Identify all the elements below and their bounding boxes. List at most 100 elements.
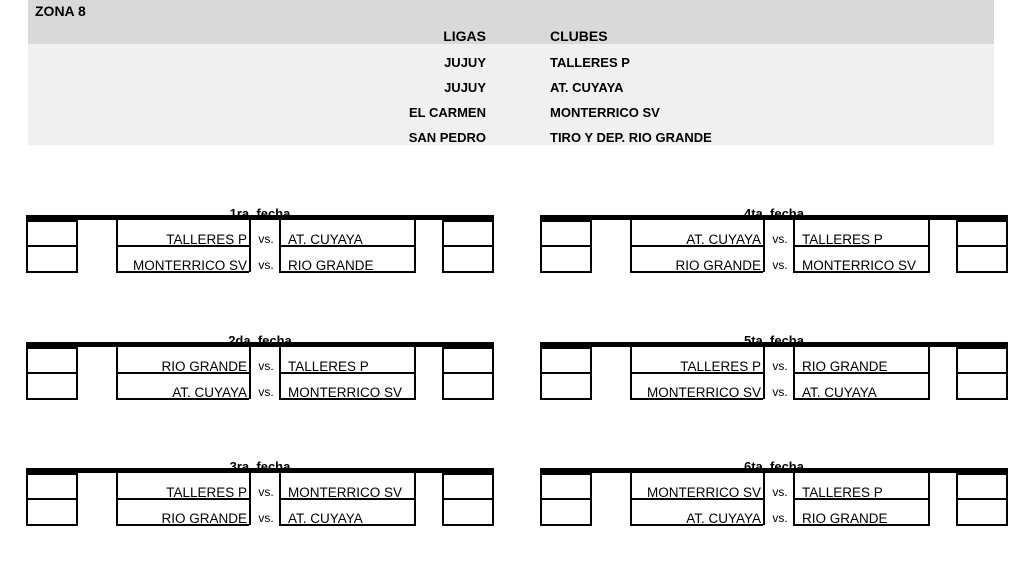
fixture-title: 2da. fecha xyxy=(228,333,292,343)
score-box xyxy=(956,372,1008,400)
home-team: MONTERRICO SV xyxy=(646,386,761,398)
fixture-top-rule xyxy=(26,342,494,347)
row-rule xyxy=(793,524,930,526)
row-rule xyxy=(279,271,416,273)
home-team: AT. CUYAYA xyxy=(686,512,761,524)
away-team: MONTERRICO SV xyxy=(802,259,917,271)
vs-label: vs. xyxy=(772,511,788,525)
score-box xyxy=(26,347,78,375)
score-box xyxy=(956,245,1008,273)
liga-cell: EL CARMEN xyxy=(408,105,486,120)
score-box xyxy=(442,220,494,248)
row-rule xyxy=(116,498,249,500)
row-rule xyxy=(630,524,763,526)
away-team: AT. CUYAYA xyxy=(288,512,363,524)
fixture-title: 6ta. fecha xyxy=(744,459,804,469)
frame-line xyxy=(763,473,765,525)
row-rule xyxy=(116,398,249,400)
header-top-bar xyxy=(28,0,994,44)
vs-label: vs. xyxy=(772,385,788,399)
score-box xyxy=(956,498,1008,526)
vs-label: vs. xyxy=(258,232,274,246)
score-box xyxy=(442,245,494,273)
fixture-top-rule xyxy=(540,215,1008,220)
zona-title: ZONA 8 xyxy=(35,3,86,19)
away-team: RIO GRANDE xyxy=(288,259,374,271)
home-team: TALLERES P xyxy=(166,233,247,245)
row-rule xyxy=(116,245,249,247)
score-box xyxy=(442,498,494,526)
score-box xyxy=(540,347,592,375)
score-box xyxy=(956,473,1008,501)
home-team: RIO GRANDE xyxy=(161,360,247,372)
liga-cell: JUJUY xyxy=(444,55,486,70)
row-rule xyxy=(279,524,416,526)
vs-label: vs. xyxy=(258,511,274,525)
home-team: TALLERES P xyxy=(166,486,247,498)
row-rule xyxy=(793,398,930,400)
row-rule xyxy=(793,245,930,247)
home-team: RIO GRANDE xyxy=(161,512,247,524)
score-box xyxy=(26,220,78,248)
home-team: TALLERES P xyxy=(680,360,761,372)
row-rule xyxy=(279,372,416,374)
frame-line xyxy=(763,220,765,272)
club-cell: TIRO Y DEP. RIO GRANDE xyxy=(550,130,712,145)
away-team: TALLERES P xyxy=(288,360,369,372)
vs-label: vs. xyxy=(772,485,788,499)
fixture-title: 3ra. fecha xyxy=(229,459,291,469)
score-box xyxy=(540,245,592,273)
row-rule xyxy=(116,271,249,273)
frame-line xyxy=(249,473,251,525)
vs-label: vs. xyxy=(772,258,788,272)
home-team: MONTERRICO SV xyxy=(646,486,761,498)
row-rule xyxy=(630,372,763,374)
home-team: AT. CUYAYA xyxy=(686,233,761,245)
score-box xyxy=(540,473,592,501)
ligas-header: LIGAS xyxy=(443,28,486,44)
score-box xyxy=(540,372,592,400)
fixture-top-rule xyxy=(26,468,494,473)
fixture-title: 4ta. fecha xyxy=(744,206,804,216)
score-box xyxy=(540,220,592,248)
away-team: MONTERRICO SV xyxy=(288,486,403,498)
clubes-header: CLUBES xyxy=(550,28,608,44)
score-box xyxy=(956,220,1008,248)
frame-line xyxy=(249,220,251,272)
row-rule xyxy=(630,271,763,273)
away-team: AT. CUYAYA xyxy=(288,233,363,245)
row-rule xyxy=(630,245,763,247)
row-rule xyxy=(793,271,930,273)
row-rule xyxy=(279,498,416,500)
vs-label: vs. xyxy=(772,232,788,246)
club-cell: AT. CUYAYA xyxy=(550,80,624,95)
fixture-top-rule xyxy=(26,215,494,220)
vs-label: vs. xyxy=(772,359,788,373)
club-cell: TALLERES P xyxy=(550,55,630,70)
fixture-top-rule xyxy=(540,468,1008,473)
away-team: TALLERES P xyxy=(802,486,883,498)
liga-cell: SAN PEDRO xyxy=(408,130,486,145)
home-team: MONTERRICO SV xyxy=(132,259,247,271)
away-team: RIO GRANDE xyxy=(802,360,888,372)
liga-cell: JUJUY xyxy=(444,80,486,95)
vs-label: vs. xyxy=(258,485,274,499)
row-rule xyxy=(116,524,249,526)
fixture-top-rule xyxy=(540,342,1008,347)
fixture-title: 5ta. fecha xyxy=(744,333,804,343)
score-box xyxy=(26,473,78,501)
frame-line xyxy=(249,347,251,399)
fixture-title: 1ra. fecha xyxy=(229,206,291,216)
vs-label: vs. xyxy=(258,359,274,373)
row-rule xyxy=(116,372,249,374)
score-box xyxy=(442,473,494,501)
away-team: MONTERRICO SV xyxy=(288,386,403,398)
row-rule xyxy=(793,372,930,374)
row-rule xyxy=(630,398,763,400)
vs-label: vs. xyxy=(258,385,274,399)
